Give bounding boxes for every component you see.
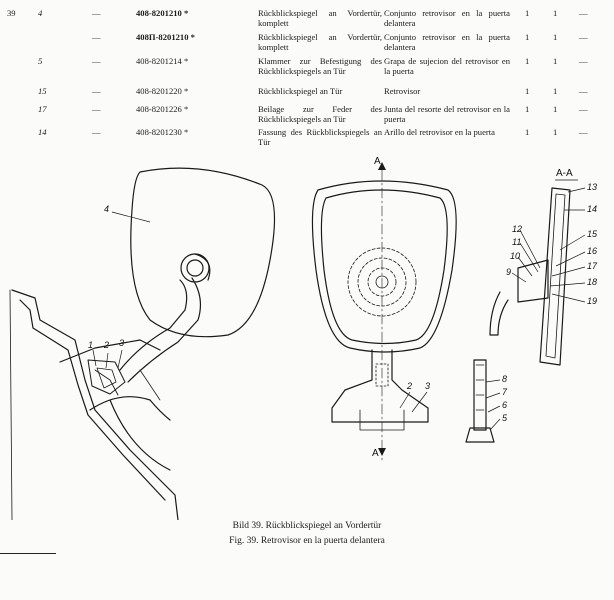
description-german: Rückblickspiegel an Vordertür, komplett xyxy=(258,8,382,28)
callout-10: 10 xyxy=(510,251,520,261)
position-number: 14 xyxy=(38,127,47,137)
description-spanish: Conjunto retrovisor en la puerta delante… xyxy=(384,8,510,28)
quantity-2: 1 xyxy=(553,86,558,96)
callout-2-front: 2 xyxy=(406,381,412,391)
quantity-1: 1 xyxy=(525,8,530,18)
callout-19: 19 xyxy=(587,296,597,306)
callout-16: 16 xyxy=(587,246,597,256)
callout-11: 11 xyxy=(512,237,521,247)
position-number: 4 xyxy=(38,8,43,18)
section-a-a-view xyxy=(465,187,571,443)
callout-18: 18 xyxy=(587,277,597,287)
quantity-3: — xyxy=(579,56,588,66)
door-panel-section xyxy=(9,289,179,520)
mirror-head-side-view xyxy=(119,167,276,401)
dash-cell: — xyxy=(92,56,101,66)
callout-3: 3 xyxy=(119,338,124,348)
description-spanish: Arillo del retrovisor en la puerta xyxy=(384,127,495,137)
description-german: Rückblickspiegel an Tür xyxy=(258,86,343,96)
description-spanish: Junta del resorte del retrovisor en la p… xyxy=(384,104,510,124)
callout-17: 17 xyxy=(587,261,598,271)
callout-2: 2 xyxy=(103,340,109,350)
callout-8: 8 xyxy=(502,374,507,384)
mirror-front-view xyxy=(311,169,457,461)
dash-cell: — xyxy=(92,8,101,18)
quantity-2: 1 xyxy=(553,56,558,66)
callout-12: 12 xyxy=(512,224,522,234)
quantity-2: 1 xyxy=(553,104,558,114)
description-german: Beilage zur Feder des Rückblickspiegels … xyxy=(258,104,382,124)
description-german: Rückblickspiegel an Vordertür, komplett xyxy=(258,32,382,52)
table-row: — 408П-8201210 * Rückblickspiegel an Vorde… xyxy=(0,32,614,58)
callout-7: 7 xyxy=(502,387,508,397)
description-spanish: Grapa de sujecion del retrovisor en la p… xyxy=(384,56,510,76)
quantity-3: — xyxy=(579,86,588,96)
caption-spanish: Fig. 39. Retrovisor en la puerta delante… xyxy=(229,536,385,546)
quantity-1: 1 xyxy=(525,104,530,114)
section-mark-bottom: A xyxy=(372,448,379,459)
table-row: 15 — 408-8201220 * Rückblickspiegel an Tür R… xyxy=(0,86,614,112)
section-mark-top: A xyxy=(374,156,381,167)
caption-german: Bild 39. Rückblickspiegel an Vordertür xyxy=(232,521,382,531)
callout-6: 6 xyxy=(502,400,507,410)
quantity-2: 1 xyxy=(553,32,558,42)
part-number: 408П-8201210 * xyxy=(136,32,195,42)
callout-14: 14 xyxy=(587,204,597,214)
quantity-2: 1 xyxy=(553,8,558,18)
quantity-1: 1 xyxy=(525,127,530,137)
quantity-3: — xyxy=(579,127,588,137)
position-number: 17 xyxy=(38,104,47,114)
quantity-3: — xyxy=(579,104,588,114)
part-number: 408-8201210 * xyxy=(136,8,189,18)
quantity-2: 1 xyxy=(553,127,558,137)
part-number: 408-8201230 * xyxy=(136,127,189,137)
quantity-1: 1 xyxy=(525,32,530,42)
dash-cell: — xyxy=(92,127,101,137)
section-label: A-A xyxy=(556,168,573,179)
quantity-1: 1 xyxy=(525,56,530,66)
callout-3-front: 3 xyxy=(425,381,430,391)
figure-number: 39 xyxy=(7,8,16,18)
quantity-1: 1 xyxy=(525,86,530,96)
table-row: 39 4 — 408-8201210 * Rückblickspiegel an Vor… xyxy=(0,8,614,34)
description-german: Klammer zur Befestigung des Rückblickspi… xyxy=(258,56,382,76)
part-number: 408-8201226 * xyxy=(136,104,189,114)
description-spanish: Conjunto retrovisor en la puerta delante… xyxy=(384,32,510,52)
description-german: Fassung des Rückblickspiegels an Tür xyxy=(258,127,382,147)
dash-cell: — xyxy=(92,86,101,96)
part-number: 408-8201214 * xyxy=(136,56,189,66)
table-row: 14 — 408-8201230 * Fassung des Rückblickspi… xyxy=(0,127,614,153)
position-number: 5 xyxy=(38,56,43,66)
callout-5: 5 xyxy=(502,413,508,423)
quantity-3: — xyxy=(579,8,588,18)
description-spanish: Retrovisor xyxy=(384,86,421,96)
callout-4: 4 xyxy=(104,204,109,214)
mirror-assembly-drawing: 4 1 2 3 2 3 13 14 15 12 11 16 10 17 9 18… xyxy=(9,156,598,520)
table-row: 5 — 408-8201214 * Klammer zur Befestigung d… xyxy=(0,56,614,82)
callout-13: 13 xyxy=(587,182,597,192)
callout-1: 1 xyxy=(88,340,93,350)
callout-15: 15 xyxy=(587,229,598,239)
callout-9: 9 xyxy=(506,267,511,277)
position-number: 15 xyxy=(38,86,47,96)
table-row: 17 — 408-8201226 * Beilage zur Feder des Rü… xyxy=(0,104,614,130)
quantity-3: — xyxy=(579,32,588,42)
footnote-rule xyxy=(0,553,56,554)
dash-cell: — xyxy=(92,32,101,42)
dash-cell: — xyxy=(92,104,101,114)
part-number: 408-8201220 * xyxy=(136,86,189,96)
